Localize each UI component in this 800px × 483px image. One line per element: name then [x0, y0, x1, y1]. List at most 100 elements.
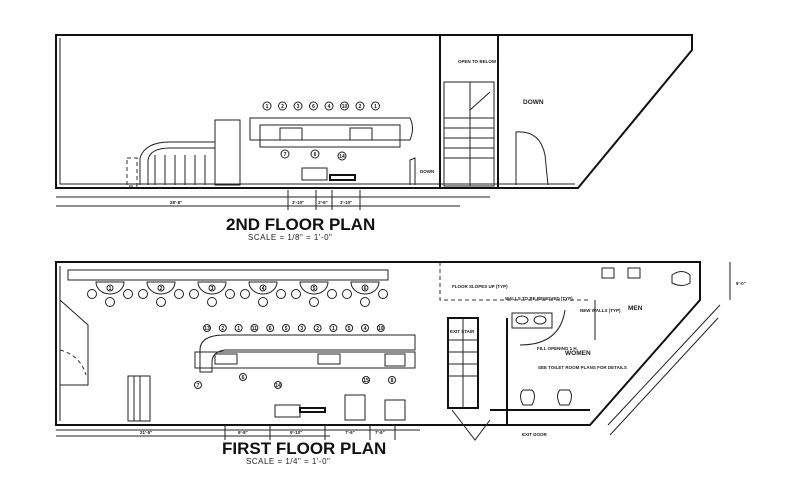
callout-number: 2	[316, 326, 319, 332]
callout-circle	[282, 324, 290, 332]
chair	[327, 289, 337, 299]
callout-tag: 5	[282, 324, 290, 332]
curved-stair	[515, 131, 549, 186]
chair	[309, 297, 319, 307]
callout-number: 7	[284, 152, 287, 158]
callout-tag: 13	[203, 324, 211, 332]
callout-number: 6	[269, 326, 272, 332]
second-floor-title: 2ND FLOOR PLAN	[226, 215, 375, 234]
chair	[174, 289, 184, 299]
exit-door-label: EXIT DOOR	[522, 432, 548, 437]
callout-circle	[376, 324, 385, 332]
callout-number: 4	[262, 286, 265, 292]
callout-number: 14	[339, 154, 345, 160]
chair	[189, 289, 199, 299]
callout-tag: 6	[310, 149, 320, 159]
callout-circle	[278, 101, 287, 111]
callout-tag: 1	[106, 284, 114, 292]
callout-number: 13	[204, 326, 210, 332]
callout-tag: 2	[157, 284, 165, 292]
callout-circle	[310, 149, 320, 159]
callout-circle	[345, 324, 354, 332]
booth-table	[350, 281, 380, 295]
chair	[156, 297, 166, 307]
stair-tower	[439, 34, 499, 189]
callout-circle	[324, 101, 334, 111]
callout-number: 11	[252, 326, 258, 332]
callout-tag: 1	[371, 101, 380, 111]
dimension-label: 7'-6"	[345, 430, 355, 435]
callout-circle	[250, 324, 259, 332]
dimension-label: 7'-6"	[375, 430, 385, 435]
callout-circle	[218, 324, 227, 332]
chair	[258, 297, 268, 307]
chair	[138, 289, 148, 299]
second-floor-outline	[55, 34, 693, 189]
callout-circle	[266, 324, 275, 332]
dimension-label: 28'-8"	[170, 200, 182, 205]
second-floor-inner-wall	[59, 38, 575, 185]
callout-circle	[355, 101, 365, 111]
see-toilet-note: SEE TOILET ROOM PLANS FOR DETAILS	[538, 365, 627, 370]
callout-circle	[203, 324, 211, 332]
callout-circle	[361, 324, 369, 332]
entry-vestibule	[59, 299, 89, 386]
callout-circle	[362, 376, 370, 384]
callout-circle	[239, 373, 247, 381]
down-label-2: DOWN	[420, 169, 434, 174]
callout-tag: 1	[262, 101, 272, 111]
dimension-label: 9'-10"	[290, 430, 302, 435]
second-floor-plan: OPEN TO BELOW DOWN DOWN	[55, 34, 693, 242]
open-to-below-label: OPEN TO BELOW	[458, 59, 497, 64]
callout-number: 1	[109, 286, 112, 292]
callout-number: 6	[312, 104, 315, 110]
chair	[342, 289, 352, 299]
callout-tag: 14	[274, 381, 282, 389]
first-floor-outline	[55, 261, 701, 426]
dimension-label: 21'-5"	[140, 430, 152, 435]
callout-number: 10	[342, 104, 348, 110]
callout-tag: 6	[239, 373, 247, 381]
callout-tag: 5	[310, 284, 318, 292]
chair	[291, 289, 301, 299]
women-label: WOMEN	[565, 350, 591, 357]
exit-stair-label: EXIT STAIR	[450, 329, 475, 334]
restroom-area	[439, 262, 721, 441]
dimension-label: 9'-8"	[238, 430, 248, 435]
second-floor-dimensions: 28'-8" 3'-10" 2'-6" 3'-10"	[56, 190, 490, 210]
chair	[225, 289, 235, 299]
down-label: DOWN	[523, 99, 544, 106]
floor-slopes-note: FLOOR SLOPES UP (TYP)	[452, 284, 508, 289]
chair	[360, 297, 370, 307]
callout-circle	[259, 284, 267, 292]
callout-tag: 7	[194, 381, 202, 389]
callout-circle	[313, 324, 322, 332]
callout-tag: 4	[259, 284, 267, 292]
callout-number: 2	[281, 104, 284, 110]
callout-tag: 2	[313, 324, 322, 332]
callout-tag: 6	[361, 284, 369, 292]
callout-circle	[157, 284, 165, 292]
booth-table	[146, 281, 176, 295]
chair	[240, 289, 250, 299]
callout-number: 7	[197, 383, 200, 389]
callout-tag: 14	[337, 151, 347, 161]
callout-number: 6	[364, 286, 367, 292]
callout-circle	[309, 101, 318, 111]
callout-circle	[262, 101, 272, 111]
callout-tag: 2	[278, 101, 287, 111]
booth-table	[95, 281, 125, 295]
callout-number: 2	[359, 104, 362, 110]
callout-circle	[388, 376, 396, 384]
chair	[378, 289, 388, 299]
callout-tag: 10	[376, 324, 385, 332]
callout-number: 3	[297, 104, 300, 110]
first-floor-bar	[127, 334, 416, 422]
callout-tag: 2	[355, 101, 365, 111]
callout-tag: 1	[329, 324, 338, 332]
callout-circle	[293, 101, 303, 111]
